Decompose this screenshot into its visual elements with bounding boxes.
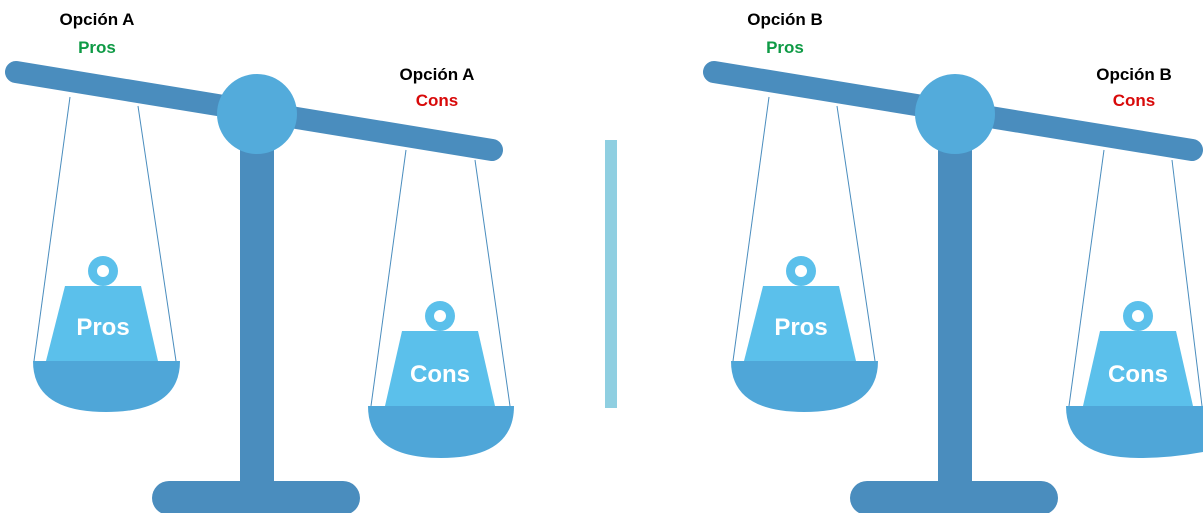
right-heading: Opción B — [1096, 65, 1172, 84]
scale-pan-right — [368, 406, 514, 458]
scale-pivot — [217, 74, 297, 154]
scale-pan-right — [1066, 406, 1203, 458]
weight-body — [1083, 331, 1193, 406]
right-subheading-cons: Cons — [1113, 91, 1156, 110]
pan-string — [1068, 149, 1105, 407]
cons-weight: Cons — [1083, 301, 1193, 406]
weight-ring-hole — [434, 310, 446, 322]
weight-ring-hole — [795, 265, 807, 277]
left-subheading-pros: Pros — [766, 38, 804, 57]
pan-string — [836, 105, 876, 362]
pan-string — [732, 96, 770, 362]
scale-option-b: Pros Cons Opción B Pros Opción B Cons — [703, 10, 1203, 513]
weight-body — [385, 331, 495, 406]
weight-label: Pros — [774, 314, 827, 341]
weight-label: Cons — [1108, 361, 1168, 388]
pan-string — [474, 159, 511, 407]
right-heading: Opción A — [400, 65, 475, 84]
scale-post — [938, 150, 972, 490]
pan-string — [137, 105, 177, 362]
pan-string — [1171, 159, 1203, 407]
weight-label: Cons — [410, 361, 470, 388]
scale-pan-left — [731, 361, 878, 412]
left-heading: Opción A — [60, 10, 135, 29]
scale-pan-left — [33, 361, 180, 412]
cons-weight: Cons — [385, 301, 495, 406]
pros-weight: Pros — [744, 256, 856, 361]
weight-ring-hole — [97, 265, 109, 277]
scale-option-a: Pros Cons Opción A Pros Opción A Cons — [5, 10, 514, 513]
weight-label: Pros — [76, 314, 129, 341]
weight-body — [46, 286, 158, 361]
scale-base — [850, 481, 1058, 513]
left-subheading-pros: Pros — [78, 38, 116, 57]
right-subheading-cons: Cons — [416, 91, 459, 110]
weight-ring-hole — [1132, 310, 1144, 322]
scale-post — [240, 150, 274, 490]
pan-string — [370, 149, 407, 407]
pan-string — [33, 96, 71, 362]
left-heading: Opción B — [747, 10, 823, 29]
scale-pivot — [915, 74, 995, 154]
pros-weight: Pros — [46, 256, 158, 361]
weight-body — [744, 286, 856, 361]
scale-base — [152, 481, 360, 513]
center-divider — [605, 140, 617, 408]
